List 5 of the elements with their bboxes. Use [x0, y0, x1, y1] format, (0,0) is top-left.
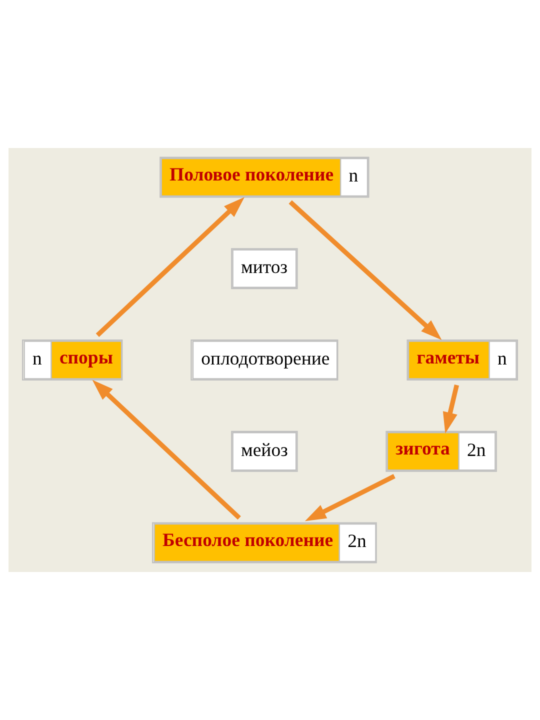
arrow	[96, 197, 244, 337]
arrow	[304, 474, 396, 522]
arrow	[288, 200, 442, 340]
arrow	[442, 384, 460, 434]
arrow	[92, 380, 241, 520]
